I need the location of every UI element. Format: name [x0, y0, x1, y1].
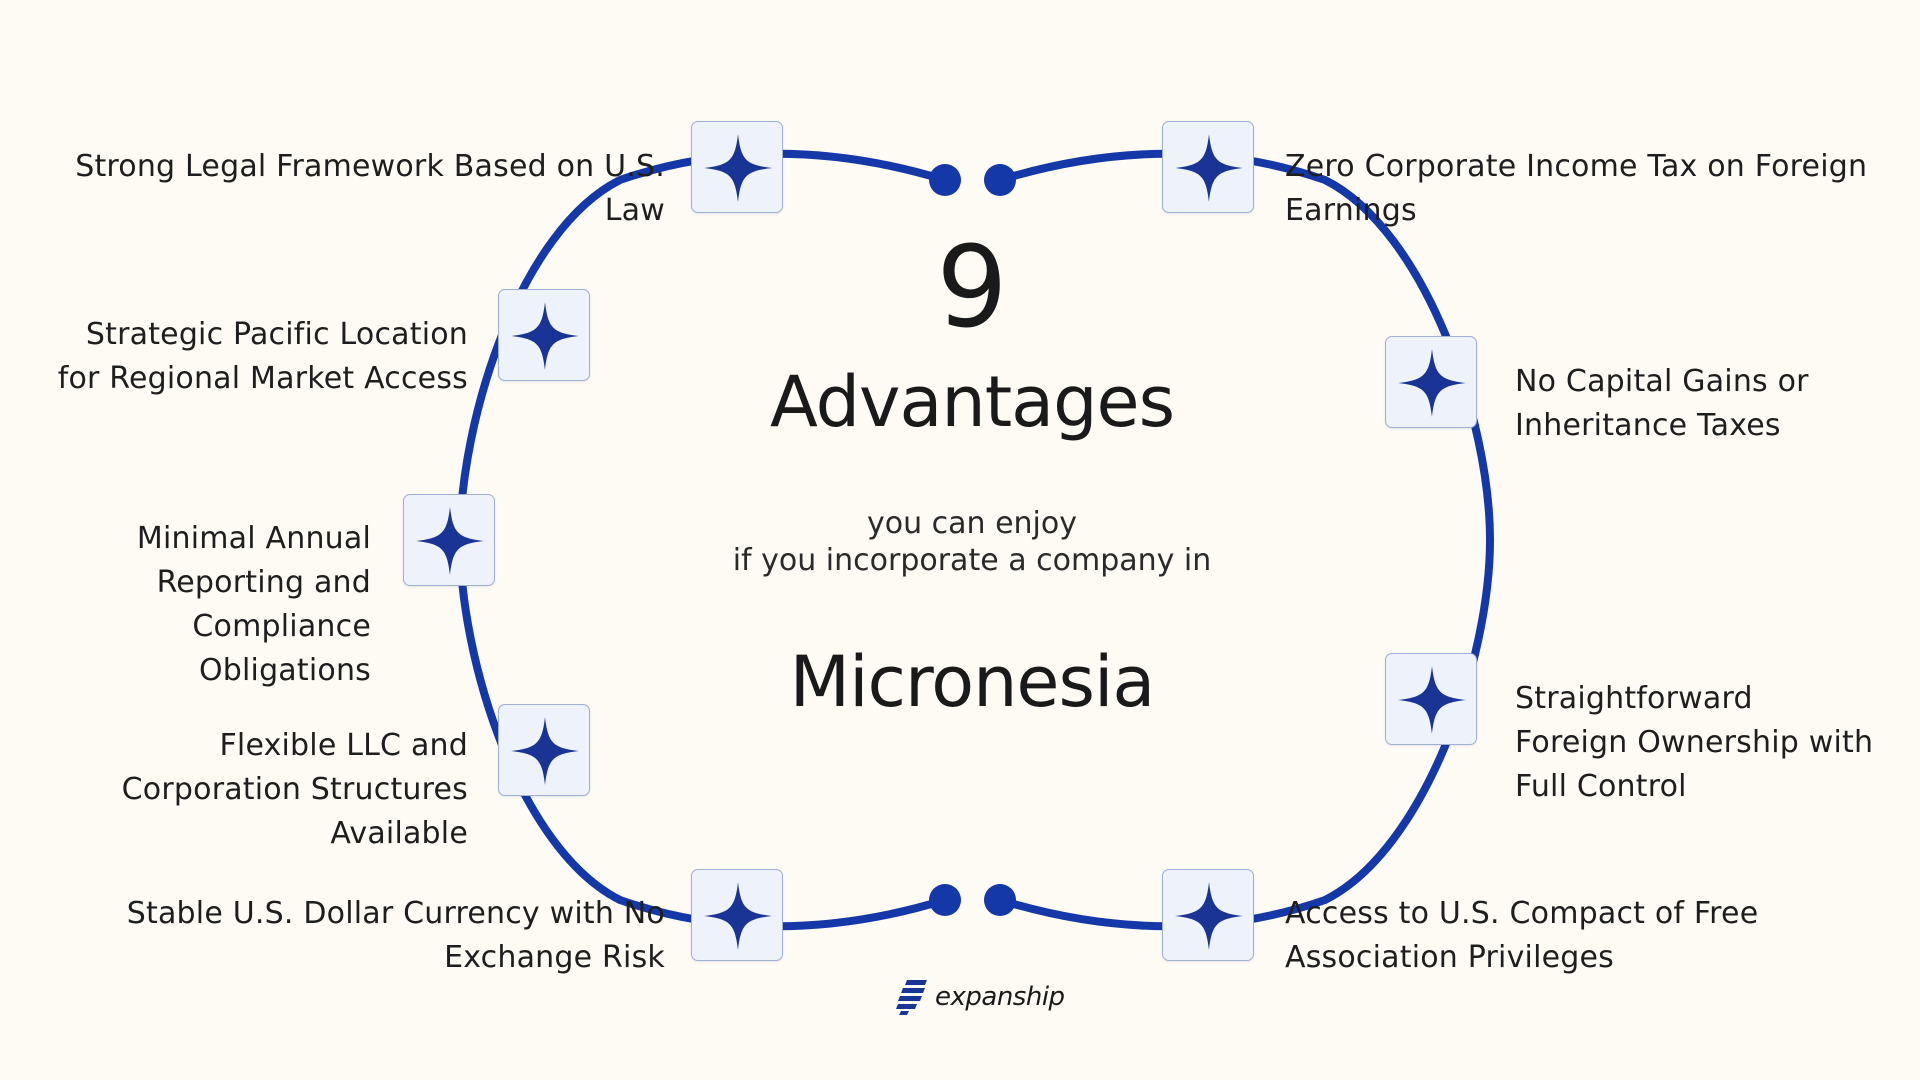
- sparkle-icon: [704, 134, 772, 202]
- advantage-node-1: [691, 121, 783, 213]
- advantage-label-7: No Capital Gains or Inheritance Taxes: [1515, 364, 1809, 443]
- subtitle-line-2: if you incorporate a company in: [732, 543, 1212, 578]
- ring-endpoint-bottom-left: [929, 884, 961, 916]
- sparkle-icon: [416, 507, 484, 575]
- sparkle-icon: [511, 302, 579, 370]
- brand-name: expanship: [935, 982, 1065, 1012]
- advantage-node-8: [1385, 653, 1477, 745]
- advantage-label-6: Zero Corporate Income Tax on Foreign Ear…: [1285, 149, 1868, 228]
- advantage-label-2: Strategic Pacific Location for Regional …: [57, 317, 468, 396]
- advantage-label-8: Straightforward Foreign Ownership with F…: [1515, 681, 1874, 804]
- sparkle-icon: [1175, 134, 1243, 202]
- advantage-label-9: Access to U.S. Compact of Free Associati…: [1285, 896, 1759, 975]
- subtitle-line-1: you can enjoy: [867, 506, 1077, 541]
- ring-endpoint-bottom-right: [984, 884, 1016, 916]
- advantage-node-5: [691, 869, 783, 961]
- advantages-count: 9: [936, 223, 1008, 353]
- advantage-node-9: [1162, 869, 1254, 961]
- sparkle-icon: [1398, 349, 1466, 417]
- advantage-label-4: Flexible LLC and Corporation Structures …: [121, 728, 468, 851]
- advantage-node-6: [1162, 121, 1254, 213]
- advantage-label-5: Stable U.S. Dollar Currency with No Exch…: [126, 896, 665, 975]
- sparkle-icon: [1398, 666, 1466, 734]
- advantage-label-1: Strong Legal Framework Based on U.S. Law: [75, 149, 665, 228]
- sparkle-icon: [511, 717, 579, 785]
- advantage-node-7: [1385, 336, 1477, 428]
- advantages-title: Advantages: [769, 361, 1175, 443]
- advantage-node-3: [403, 494, 495, 586]
- country-name: Micronesia: [789, 641, 1156, 723]
- brand-logo: expanship: [895, 975, 1065, 1019]
- ring-endpoint-top-left: [929, 164, 961, 196]
- ring-endpoint-top-right: [984, 164, 1016, 196]
- sparkle-icon: [1175, 882, 1243, 950]
- advantage-node-4: [498, 704, 590, 796]
- sparkle-icon: [704, 882, 772, 950]
- expanship-logo-icon: [896, 980, 927, 1015]
- advantage-node-2: [498, 289, 590, 381]
- advantage-label-3: Minimal Annual Reporting and Compliance …: [136, 521, 371, 688]
